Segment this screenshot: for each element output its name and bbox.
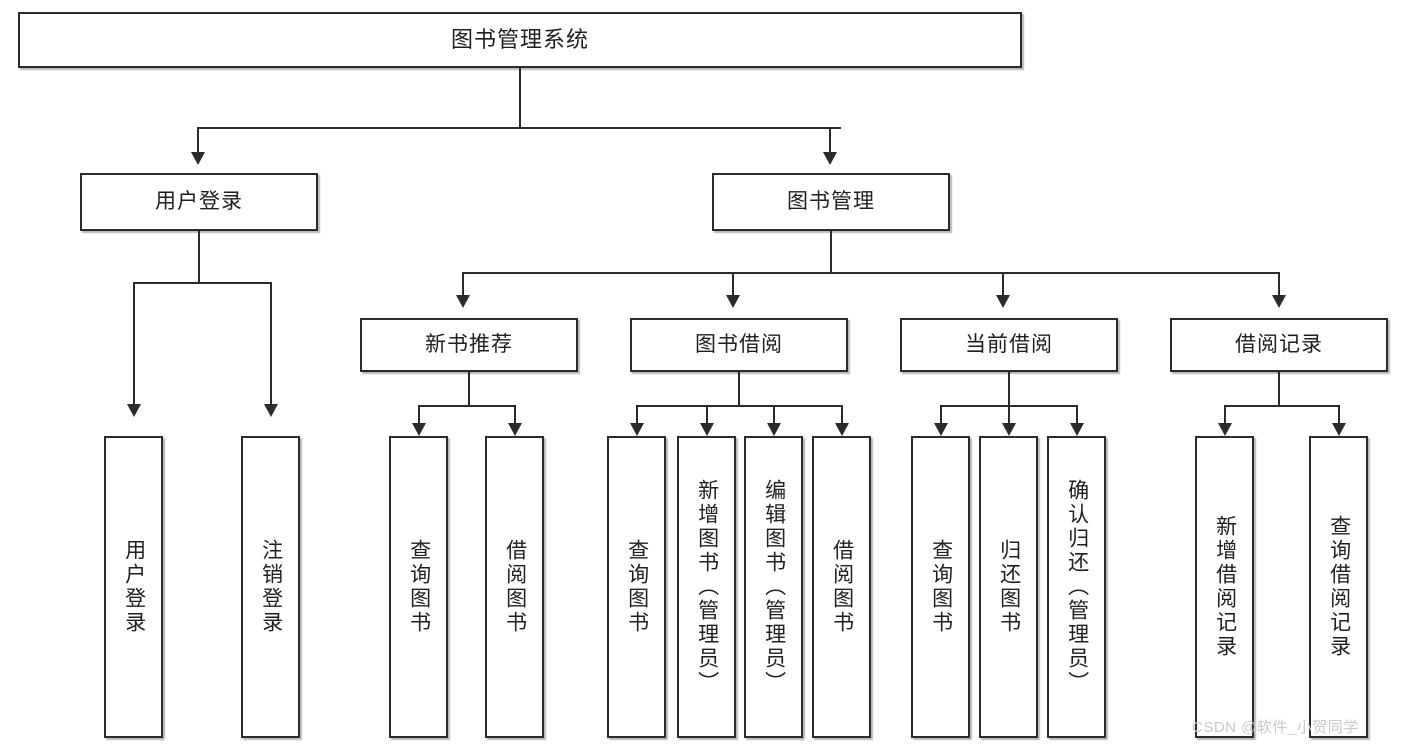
node-root-system[interactable]: 图书管理系统 bbox=[18, 12, 1022, 68]
node-user-login[interactable]: 用户登录 bbox=[80, 173, 318, 231]
arrowhead-current-borrow-leaf-2 bbox=[1070, 423, 1084, 436]
node-book-borrow[interactable]: 图书借阅 bbox=[630, 318, 848, 372]
connector-root-bus bbox=[197, 127, 841, 129]
connector-book-mgmt-to-book-borrow bbox=[732, 272, 734, 296]
connector-new-book-stem bbox=[468, 372, 470, 406]
node-label: 图书管理系统 bbox=[450, 27, 589, 53]
arrowhead-borrow-record-leaf-1 bbox=[1332, 423, 1346, 436]
leaf-book-borrow-1[interactable]: 新增图书（管理员） bbox=[677, 436, 736, 738]
leaf-current-borrow-0[interactable]: 查询图书 bbox=[911, 436, 970, 738]
leaf-current-borrow-1[interactable]: 归还图书 bbox=[979, 436, 1038, 738]
leaf-new-book-1[interactable]: 借阅图书 bbox=[485, 436, 544, 738]
arrowhead-book-borrow-leaf-3 bbox=[835, 423, 849, 436]
arrowhead-book-borrow-leaf-0 bbox=[630, 423, 644, 436]
node-label: 用户登录 bbox=[155, 189, 243, 213]
leaf-borrow-record-0[interactable]: 新增借阅记录 bbox=[1195, 436, 1254, 738]
node-label: 当前借阅 bbox=[965, 332, 1053, 356]
connector-borrow-record-stem bbox=[1278, 372, 1280, 406]
connector-borrow-record-to-leaf-1 bbox=[1338, 405, 1340, 424]
node-label: 借阅记录 bbox=[1235, 332, 1323, 356]
arrowhead-borrow-record-leaf-0 bbox=[1218, 423, 1232, 436]
connector-book-borrow-to-leaf-1 bbox=[706, 405, 708, 424]
arrowhead-new-book bbox=[456, 295, 470, 308]
connector-book-borrow-to-leaf-0 bbox=[636, 405, 638, 424]
node-label: 查询图书 bbox=[407, 539, 431, 635]
node-new-book-recommend[interactable]: 新书推荐 bbox=[360, 318, 578, 372]
node-label: 查询图书 bbox=[929, 539, 953, 635]
node-label: 新书推荐 bbox=[425, 332, 513, 356]
connector-current-borrow-to-leaf-1 bbox=[1008, 405, 1010, 424]
connector-book-mgmt-bus bbox=[462, 272, 1280, 274]
arrowhead-book-borrow-leaf-2 bbox=[767, 423, 781, 436]
node-label: 借阅图书 bbox=[503, 539, 527, 635]
node-current-borrow[interactable]: 当前借阅 bbox=[900, 318, 1118, 372]
connector-new-book-to-leaf-1 bbox=[514, 405, 516, 424]
connector-root-to-book-mgmt bbox=[829, 127, 831, 153]
connector-book-mgmt-to-new-book bbox=[462, 272, 464, 296]
connector-root-stem bbox=[519, 68, 521, 128]
connector-book-borrow-stem bbox=[738, 372, 740, 406]
connector-book-borrow-bus bbox=[636, 405, 842, 407]
connector-user-login-bus bbox=[133, 282, 272, 284]
node-label: 图书借阅 bbox=[695, 332, 783, 356]
node-label: 借阅图书 bbox=[830, 539, 854, 635]
connector-user-login-stem bbox=[198, 231, 200, 283]
leaf-user-login-0[interactable]: 用户登录 bbox=[104, 436, 163, 738]
connector-new-book-bus bbox=[418, 405, 516, 407]
node-label: 查询借阅记录 bbox=[1327, 515, 1351, 659]
connector-book-mgmt-stem bbox=[830, 231, 832, 273]
arrowhead-borrow-record bbox=[1272, 295, 1286, 308]
node-label: 图书管理 bbox=[787, 189, 875, 213]
connector-current-borrow-to-leaf-2 bbox=[1076, 405, 1078, 424]
leaf-user-login-1[interactable]: 注销登录 bbox=[241, 436, 300, 738]
arrowhead-new-book-leaf-1 bbox=[508, 423, 522, 436]
node-label: 用户登录 bbox=[122, 539, 146, 635]
node-label: 查询图书 bbox=[625, 539, 649, 635]
arrowhead-user-login-leaf-1 bbox=[264, 404, 278, 417]
node-label: 新增借阅记录 bbox=[1213, 515, 1237, 659]
arrowhead-book-borrow bbox=[726, 295, 740, 308]
node-label: 注销登录 bbox=[259, 539, 283, 635]
arrowhead-new-book-leaf-0 bbox=[412, 423, 426, 436]
arrowhead-book-mgmt bbox=[823, 152, 837, 165]
node-borrow-record[interactable]: 借阅记录 bbox=[1170, 318, 1388, 372]
leaf-book-borrow-2[interactable]: 编辑图书（管理员） bbox=[744, 436, 803, 738]
arrowhead-current-borrow-leaf-1 bbox=[1002, 423, 1016, 436]
connector-borrow-record-bus bbox=[1224, 405, 1339, 407]
arrowhead-user-login-leaf-0 bbox=[127, 404, 141, 417]
connector-new-book-to-leaf-0 bbox=[418, 405, 420, 424]
arrowhead-book-borrow-leaf-1 bbox=[700, 423, 714, 436]
leaf-borrow-record-1[interactable]: 查询借阅记录 bbox=[1309, 436, 1368, 738]
node-label: 归还图书 bbox=[997, 539, 1021, 635]
connector-user-login-to-leaf-1 bbox=[270, 282, 272, 405]
connector-book-mgmt-to-current-borrow bbox=[1002, 272, 1004, 296]
leaf-new-book-0[interactable]: 查询图书 bbox=[389, 436, 448, 738]
connector-current-borrow-to-leaf-0 bbox=[940, 405, 942, 424]
connector-current-borrow-stem bbox=[1008, 372, 1010, 406]
leaf-book-borrow-0[interactable]: 查询图书 bbox=[607, 436, 666, 738]
connector-user-login-to-leaf-0 bbox=[133, 282, 135, 405]
connector-book-borrow-to-leaf-2 bbox=[773, 405, 775, 424]
leaf-book-borrow-3[interactable]: 借阅图书 bbox=[812, 436, 871, 738]
node-label: 新增图书（管理员） bbox=[695, 479, 719, 695]
node-label: 确认归还（管理员） bbox=[1065, 479, 1089, 695]
node-book-management[interactable]: 图书管理 bbox=[712, 173, 950, 231]
arrowhead-current-borrow bbox=[996, 295, 1010, 308]
connector-root-to-user-login bbox=[197, 127, 199, 153]
connector-book-mgmt-to-borrow-record bbox=[1278, 272, 1280, 296]
arrowhead-current-borrow-leaf-0 bbox=[934, 423, 948, 436]
connector-borrow-record-to-leaf-0 bbox=[1224, 405, 1226, 424]
arrowhead-user-login bbox=[191, 152, 205, 165]
connector-book-borrow-to-leaf-3 bbox=[841, 405, 843, 424]
leaf-current-borrow-2[interactable]: 确认归还（管理员） bbox=[1047, 436, 1106, 738]
node-label: 编辑图书（管理员） bbox=[762, 479, 786, 695]
